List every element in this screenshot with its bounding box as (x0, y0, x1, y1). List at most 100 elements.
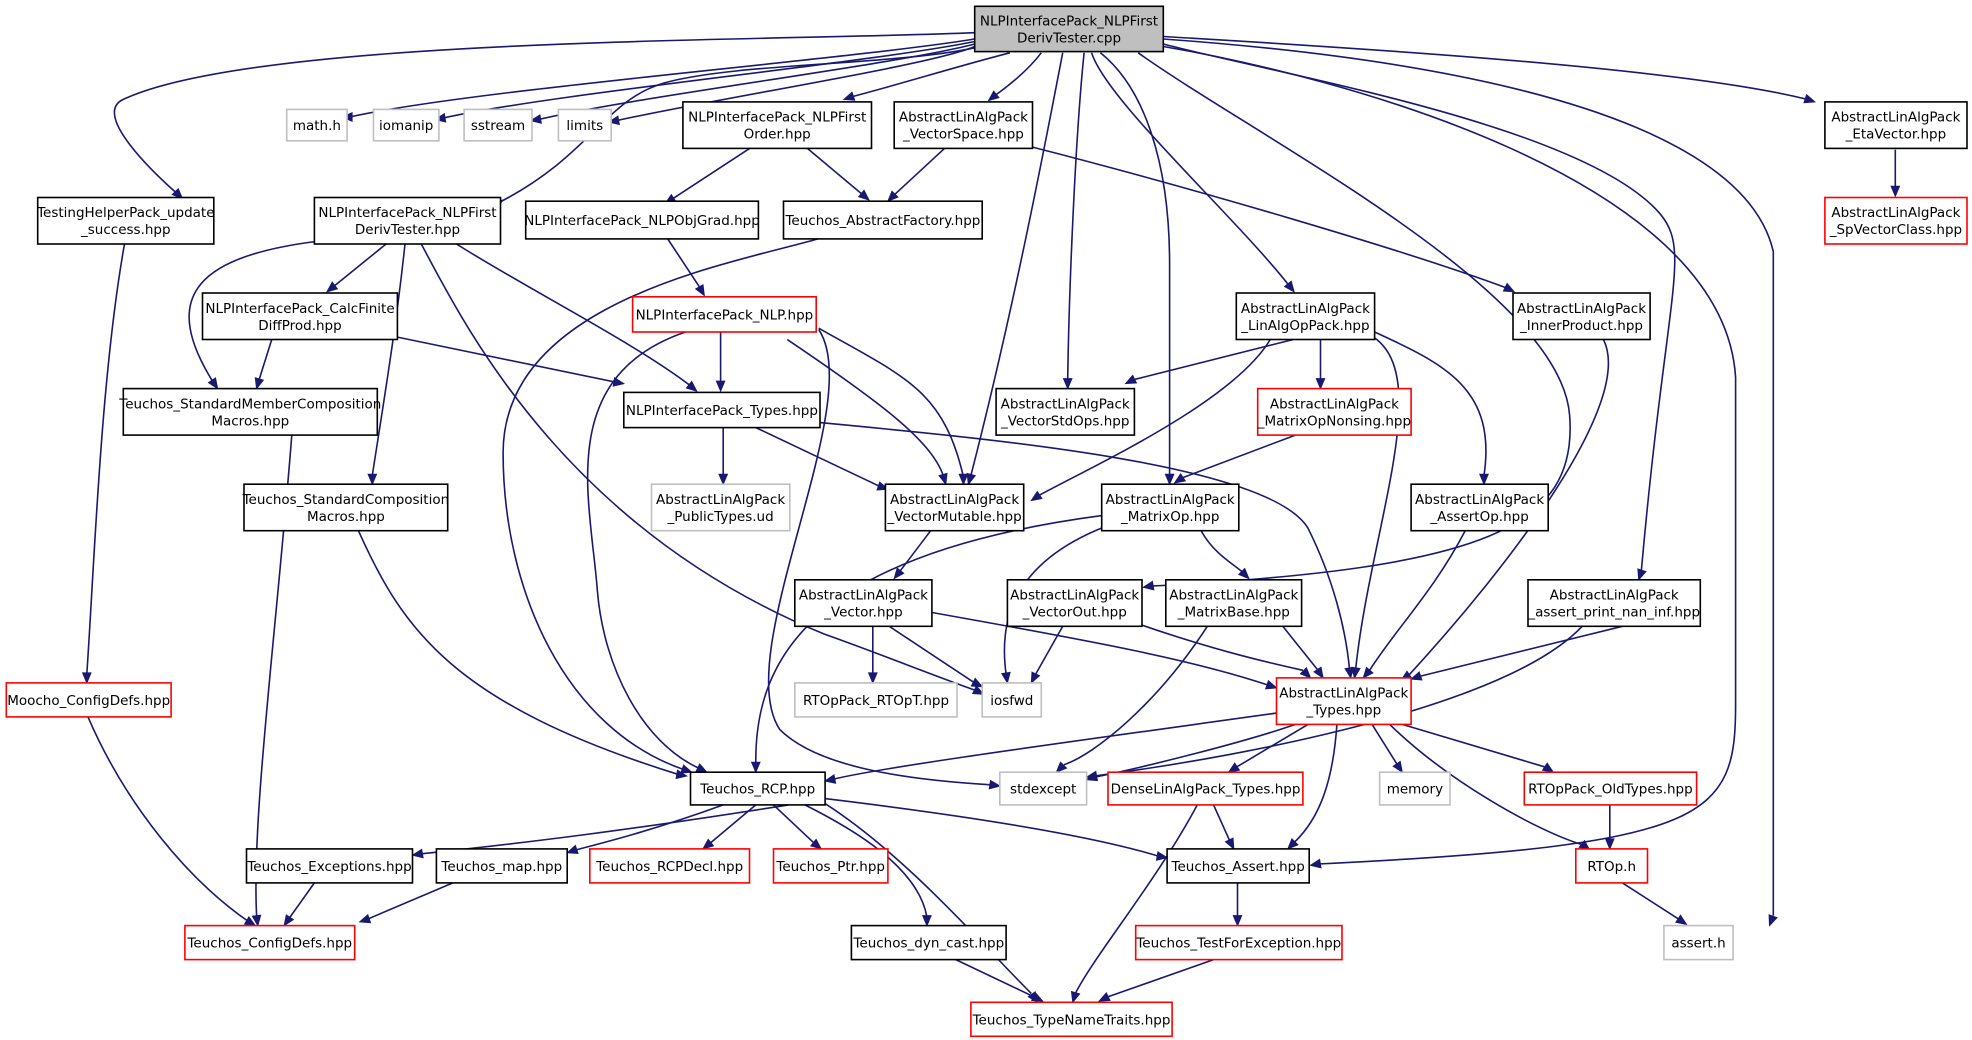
edge-line (1408, 339, 1610, 676)
node-label: AbstractLinAlgPack (1010, 588, 1139, 604)
node-moocho[interactable]: Moocho_ConfigDefs.hpp (5, 682, 172, 718)
node-label: _InnerProduct.hpp (1519, 318, 1643, 334)
node-mop[interactable]: AbstractLinAlgPack_MatrixOp.hpp (1100, 483, 1240, 532)
node-box (1378, 771, 1451, 806)
node-pubtypes[interactable]: AbstractLinAlgPack_PublicTypes.ud (650, 483, 791, 532)
edge-arrowhead (1362, 666, 1374, 679)
node-rtopt[interactable]: RTOpPack_RTOpT.hpp (793, 682, 958, 718)
node-tnt[interactable]: Teuchos_TypeNameTraits.hpp (970, 1001, 1173, 1038)
edge-line (898, 530, 932, 573)
dependency-edge (1621, 882, 1688, 926)
dependency-edge (1062, 52, 1085, 390)
node-sstream[interactable]: sstream (463, 108, 533, 142)
node-label: AbstractLinAlgPack (1270, 396, 1399, 412)
node-absfact[interactable]: Teuchos_AbstractFactory.hpp (782, 200, 983, 240)
node-inner[interactable]: AbstractLinAlgPack_InnerProduct.hpp (1512, 292, 1651, 341)
node-ptr[interactable]: Teuchos_Ptr.hpp (772, 848, 889, 884)
node-rcp[interactable]: Teuchos_RCP.hpp (689, 771, 826, 806)
node-apni[interactable]: AbstractLinAlgPack_assert_print_nan_inf.… (1527, 578, 1702, 628)
edge-line (1418, 625, 1623, 678)
node-tfe[interactable]: Teuchos_TestForException.hpp (1134, 924, 1343, 961)
node-stdexcept[interactable]: stdexcept (998, 771, 1088, 806)
node-box (1235, 292, 1376, 341)
node-objgrad[interactable]: NLPInterfacePack_NLPObjGrad.hpp (524, 200, 760, 240)
node-altypes[interactable]: AbstractLinAlgPack_Types.hpp (1275, 677, 1412, 726)
edge-arrowhead (254, 377, 265, 390)
edge-arrowhead (750, 761, 761, 774)
node-smcm[interactable]: Teuchos_StandardMemberCompositionMacros.… (118, 387, 381, 436)
node-box (1824, 101, 1968, 150)
node-label: _success.hpp (80, 222, 171, 238)
node-box (201, 292, 399, 341)
edge-line (1355, 336, 1400, 668)
node-testing[interactable]: TestingHelperPack_update_success.hpp (36, 196, 215, 245)
node-dyncast[interactable]: Teuchos_dyn_cast.hpp (850, 924, 1007, 961)
edge-line (258, 339, 273, 381)
node-nlptypes[interactable]: NLPInterfacePack_Types.hpp (622, 391, 821, 429)
dependency-edge (1371, 723, 1404, 774)
node-assertop[interactable]: AbstractLinAlgPack_AssertOp.hpp (1410, 483, 1549, 532)
node-nlp[interactable]: NLPInterfacePack_NLP.hpp (631, 295, 817, 333)
edge-line (1066, 52, 1085, 380)
node-label: _SpVectorClass.hpp (1829, 222, 1962, 238)
edge-arrowhead (1030, 490, 1043, 502)
edge-line (616, 45, 976, 122)
node-iomanip[interactable]: iomanip (372, 108, 440, 142)
edge-arrowhead (81, 672, 92, 685)
edge-line (1402, 723, 1546, 768)
node-spvec[interactable]: AbstractLinAlgPack_SpVectorClass.hpp (1824, 196, 1968, 245)
edge-arrowhead (1283, 280, 1295, 293)
node-map[interactable]: Teuchos_map.hpp (435, 848, 568, 884)
node-iosfwd[interactable]: iosfwd (981, 682, 1043, 718)
node-math[interactable]: math.h (285, 108, 348, 142)
edge-line (772, 804, 816, 845)
edge-arrowhead (1173, 473, 1187, 484)
node-exc[interactable]: Teuchos_Exceptions.hpp (245, 848, 414, 884)
node-oldtypes[interactable]: RTOpPack_OldTypes.hpp (1523, 771, 1698, 806)
node-mopnons[interactable]: AbstractLinAlgPack_MatrixOpNonsing.hpp (1257, 387, 1412, 436)
dependency-edge (1212, 804, 1235, 851)
edge-line (1212, 804, 1231, 842)
node-vmut[interactable]: AbstractLinAlgPack_VectorMutable.hpp (884, 483, 1025, 532)
edge-line (1621, 882, 1680, 920)
node-memory[interactable]: memory (1378, 771, 1451, 806)
edge-arrowhead (842, 91, 856, 101)
node-mbase[interactable]: AbstractLinAlgPack_MatrixBase.hpp (1165, 578, 1303, 628)
node-box (1663, 924, 1734, 961)
edge-arrowhead (1141, 580, 1155, 591)
node-label: _MatrixOp.hpp (1120, 509, 1219, 525)
node-linalgop[interactable]: AbstractLinAlgPack_LinAlgOpPack.hpp (1235, 292, 1376, 341)
node-label: limits (566, 118, 603, 134)
node-vspace[interactable]: AbstractLinAlgPack_VectorSpace.hpp (893, 101, 1034, 150)
node-rcpdecl[interactable]: Teuchos_RCPDecl.hpp (588, 848, 751, 884)
node-label: AbstractLinAlgPack (1279, 686, 1408, 702)
edge-arrowhead (529, 114, 542, 124)
node-eta[interactable]: AbstractLinAlgPack_EtaVector.hpp (1824, 101, 1968, 150)
node-vector[interactable]: AbstractLinAlgPack_Vector.hpp (793, 578, 933, 628)
node-label: _Types.hpp (1305, 703, 1381, 719)
edge-arrowhead (1000, 671, 1011, 685)
node-confdefs[interactable]: Teuchos_ConfigDefs.hpp (184, 924, 356, 961)
edge-line (708, 804, 757, 845)
edge-line (672, 147, 751, 200)
node-label: NLPInterfacePack_NLPObjGrad.hpp (524, 213, 760, 229)
node-asserth[interactable]: assert.h (1663, 924, 1734, 961)
node-vstdops[interactable]: AbstractLinAlgPack_VectorStdOps.hpp (995, 387, 1136, 436)
dependency-edge (420, 243, 985, 695)
edge-line (420, 243, 977, 692)
node-limits[interactable]: limits (557, 108, 613, 142)
node-assert[interactable]: Teuchos_Assert.hpp (1166, 848, 1310, 884)
node-box (36, 196, 215, 245)
node-rtoph[interactable]: RTOp.h (1575, 848, 1649, 884)
node-dense[interactable]: DenseLinAlgPack_Types.hpp (1107, 771, 1304, 806)
node-box (1575, 848, 1649, 884)
edge-line (1181, 434, 1296, 479)
dependency-edge (1070, 804, 1199, 1004)
edge-line (767, 329, 992, 786)
node-vout[interactable]: AbstractLinAlgPack_VectorOut.hpp (1006, 578, 1143, 628)
